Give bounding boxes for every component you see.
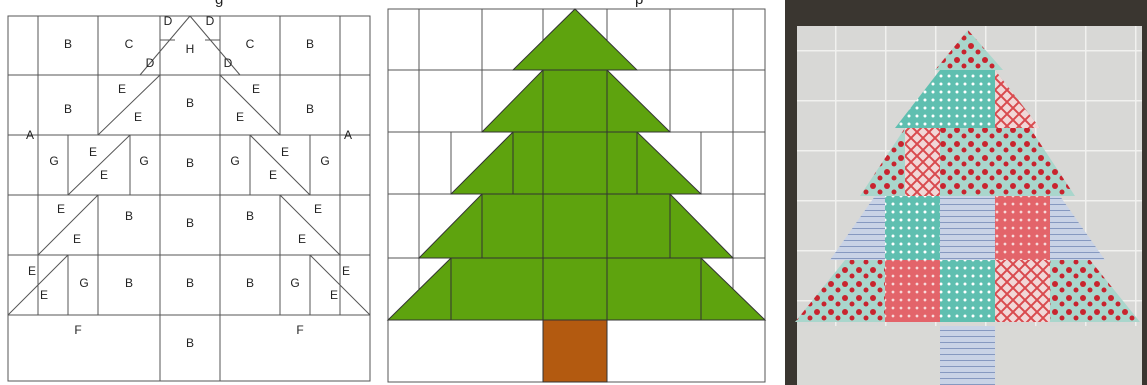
tree-tier-1 — [513, 9, 637, 70]
diagram-frame — [8, 16, 370, 381]
finished-quilt-block-photo — [785, 0, 1147, 385]
label-b: B — [186, 96, 194, 110]
label-e: E — [73, 232, 81, 246]
label-e: E — [342, 264, 350, 278]
label-e: E — [330, 288, 338, 302]
lettered-piecing-diagram: B C D D D H D C B B E E B E E B A A G E … — [0, 0, 380, 385]
label-b: B — [306, 37, 314, 51]
label-d: D — [224, 56, 233, 70]
label-b: B — [125, 209, 133, 223]
label-e: E — [236, 110, 244, 124]
quilt-photo-svg — [785, 0, 1147, 385]
label-f: F — [296, 323, 303, 337]
label-e: E — [100, 168, 108, 182]
label-g: G — [290, 276, 299, 290]
tree-tier-4 — [419, 194, 733, 258]
label-e: E — [281, 145, 289, 159]
label-e: E — [134, 110, 142, 124]
tree-tier-3 — [451, 132, 701, 194]
label-f: F — [74, 323, 81, 337]
label-e: E — [40, 288, 48, 302]
label-e: E — [118, 82, 126, 96]
label-c: C — [125, 37, 134, 51]
label-b: B — [246, 209, 254, 223]
tree-foliage — [388, 9, 765, 320]
label-e: E — [28, 264, 36, 278]
label-b: B — [306, 102, 314, 116]
label-e: E — [269, 168, 277, 182]
colored-tree-diagram — [383, 0, 768, 385]
colored-tree-svg — [383, 0, 768, 385]
label-e: E — [57, 202, 65, 216]
tree-trunk — [543, 320, 607, 382]
label-b: B — [125, 276, 133, 290]
quilt-tier-4 — [830, 196, 1105, 260]
label-b: B — [186, 276, 194, 290]
label-d: D — [146, 56, 155, 70]
label-d: D — [206, 14, 215, 28]
quilt-trunk — [940, 326, 995, 385]
label-b: B — [186, 336, 194, 350]
label-e: E — [89, 145, 97, 159]
label-g: G — [49, 154, 58, 168]
label-g: G — [79, 276, 88, 290]
label-e: E — [298, 232, 306, 246]
tree-tier-5 — [388, 258, 765, 320]
piecing-diagram-svg: B C D D D H D C B B E E B E E B A A G E … — [0, 0, 380, 385]
tree-tier-2 — [482, 70, 670, 132]
label-b: B — [186, 216, 194, 230]
label-g: G — [139, 154, 148, 168]
label-g: G — [230, 154, 239, 168]
label-b: B — [64, 37, 72, 51]
label-a: A — [26, 128, 34, 142]
label-b: B — [246, 276, 254, 290]
label-b: B — [64, 102, 72, 116]
label-e: E — [314, 202, 322, 216]
label-c: C — [246, 37, 255, 51]
label-h: H — [186, 42, 195, 56]
label-g: G — [320, 154, 329, 168]
label-e: E — [252, 82, 260, 96]
label-d: D — [164, 14, 173, 28]
label-b: B — [186, 156, 194, 170]
label-a: A — [344, 128, 352, 142]
